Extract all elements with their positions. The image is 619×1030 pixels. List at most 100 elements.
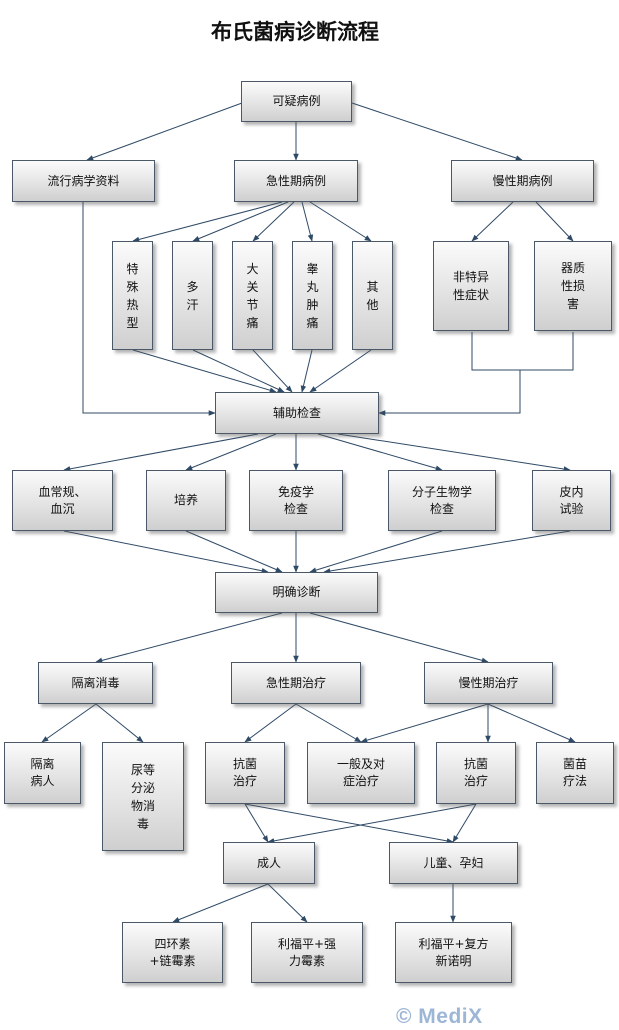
node-symptom-sweating: 多汗	[172, 241, 213, 350]
edge-acute-a4	[301, 201, 314, 242]
node-symptom-other: 其他	[352, 241, 393, 350]
edge-chronic-c1	[471, 201, 514, 242]
node-children-pregnant-label: 儿童、孕妇	[423, 855, 484, 870]
edge-aux-t2	[185, 433, 277, 471]
node-general-symptomatic: 一般及对症治疗	[307, 742, 415, 804]
edge-aux-t1	[63, 433, 259, 472]
edge-anti2-child	[452, 803, 477, 843]
node-symptom-sweating-label: 多汗	[186, 279, 199, 312]
edge-iso-iso1	[41, 703, 97, 743]
node-secretion-disinfection: 尿等分泌物消毒	[102, 742, 184, 851]
node-antibacterial-acute-label: 抗菌治疗	[232, 757, 257, 788]
node-acute-case: 急性期病例	[234, 160, 358, 202]
diagram-title: 布氏菌病诊断流程	[211, 19, 379, 44]
node-children-pregnant: 儿童、孕妇	[389, 842, 518, 884]
node-test-blood: 血常规、血沉	[12, 470, 113, 531]
node-test-immunology: 免疫学检查	[249, 470, 343, 531]
edge-a5-aux	[309, 349, 372, 393]
node-regimen-smz-label: 利福平+复方新诺明	[418, 936, 489, 968]
node-acute-treatment-label: 急性期治疗	[265, 675, 326, 690]
node-adult-label: 成人	[256, 855, 281, 870]
node-symptom-joint-pain-label: 大关节痛	[246, 261, 259, 330]
node-symptom-other-label: 其他	[366, 279, 379, 312]
edge-adult-r1	[172, 883, 269, 923]
edge-aux-t5	[337, 433, 571, 472]
node-nonspecific-symptoms: 非特异性症状	[433, 241, 509, 331]
node-confirmed-diagnosis-label: 明确诊断	[272, 585, 321, 599]
node-chronic-treatment: 慢性期治疗	[424, 662, 553, 704]
node-regimen-smz: 利福平+复方新诺明	[395, 922, 512, 983]
edge-suspect-chronic	[351, 102, 523, 161]
node-symptom-fever-pattern-label: 特殊热型	[126, 261, 139, 330]
edge-acute-a5	[309, 201, 372, 242]
edge-adult-r2	[267, 883, 308, 923]
edge-suspect-epi	[86, 102, 243, 161]
edge-acute-a2	[192, 201, 289, 242]
node-nonspecific-symptoms-label: 非特异性症状	[452, 270, 489, 302]
edge-acuteTx-anti1	[244, 703, 297, 743]
node-acute-case-label: 急性期病例	[265, 173, 326, 188]
node-chronic-case-label: 慢性期病例	[492, 173, 553, 188]
node-test-intradermal-label: 皮内试验	[559, 484, 584, 516]
node-symptom-testicular-label: 睾丸肿痛	[306, 261, 319, 330]
node-regimen-tetracycline: 四环素+链霉素	[122, 922, 223, 983]
node-regimen-doxycycline-label: 利福平+强力霉素	[277, 936, 337, 968]
edge-chronic-sym-aux	[378, 332, 521, 416]
node-suspect-case: 可疑病例	[241, 81, 352, 122]
medix-watermark: © MediX	[396, 1005, 483, 1028]
edge-anti1-adult	[244, 803, 269, 843]
node-vaccine-therapy-label: 菌苗疗法	[562, 757, 587, 788]
edge-acuteTx-general	[295, 703, 362, 743]
node-organic-damage: 器质性损害	[534, 241, 612, 331]
edge-chronicTx-general	[360, 703, 489, 743]
node-chronic-treatment-label: 慢性期治疗	[458, 675, 519, 690]
node-vaccine-therapy: 菌苗疗法	[536, 742, 614, 804]
node-isolation-disinfection: 隔离消毒	[38, 662, 153, 704]
node-epidemiology: 流行病学资料	[12, 160, 155, 202]
edge-epi-aux	[82, 202, 216, 416]
edge-chronic-c2	[535, 201, 574, 242]
node-adult: 成人	[223, 842, 315, 884]
edge-aux-t4	[317, 433, 443, 471]
node-auxiliary-exam-label: 辅助检查	[272, 405, 321, 420]
node-test-blood-label: 血常规、血沉	[38, 484, 87, 516]
edge-c2-join	[520, 332, 574, 371]
node-organic-damage-label: 器质性损害	[560, 261, 585, 311]
node-auxiliary-exam: 辅助检查	[215, 392, 379, 434]
node-epidemiology-label: 流行病学资料	[47, 173, 120, 188]
node-isolation-disinfection-label: 隔离消毒	[71, 675, 120, 690]
node-test-immunology-label: 免疫学检查	[277, 484, 314, 516]
node-symptom-testicular: 睾丸肿痛	[292, 241, 333, 350]
edge-dx-iso	[95, 612, 283, 664]
node-regimen-doxycycline: 利福平+强力霉素	[251, 922, 363, 983]
edge-a2-aux	[192, 349, 285, 393]
edge-t2-dx	[185, 530, 283, 573]
edge-t5-dx	[323, 530, 571, 574]
edge-t1-dx	[63, 530, 269, 574]
edge-t4-dx	[309, 530, 443, 573]
node-regimen-tetracycline-label: 四环素+链霉素	[149, 936, 196, 968]
edge-anti1-child	[244, 803, 454, 844]
edge-a1-aux	[132, 349, 277, 393]
node-isolate-patient-label: 隔离病人	[30, 757, 55, 788]
node-test-intradermal: 皮内试验	[532, 470, 611, 531]
edge-a4-aux	[300, 349, 313, 393]
edge-acute-a3	[252, 201, 295, 242]
edge-chronicTx-vaccine	[487, 703, 576, 743]
node-symptom-fever-pattern: 特殊热型	[112, 241, 153, 350]
node-test-culture: 培养	[146, 470, 226, 531]
node-general-symptomatic-label: 一般及对症治疗	[336, 757, 385, 788]
node-antibacterial-chronic: 抗菌治疗	[436, 742, 516, 804]
edge-anti2-adult	[267, 803, 477, 844]
node-antibacterial-chronic-label: 抗菌治疗	[463, 757, 488, 788]
edge-a3-aux	[252, 349, 293, 393]
node-test-molecular: 分子生物学检查	[388, 470, 496, 531]
node-confirmed-diagnosis: 明确诊断	[215, 572, 378, 613]
node-antibacterial-acute: 抗菌治疗	[205, 742, 285, 804]
node-acute-treatment: 急性期治疗	[231, 662, 361, 704]
edge-iso-iso2	[95, 703, 144, 743]
node-suspect-case-label: 可疑病例	[272, 94, 321, 108]
node-chronic-case: 慢性期病例	[451, 160, 594, 202]
edge-acute-a1	[132, 201, 283, 243]
